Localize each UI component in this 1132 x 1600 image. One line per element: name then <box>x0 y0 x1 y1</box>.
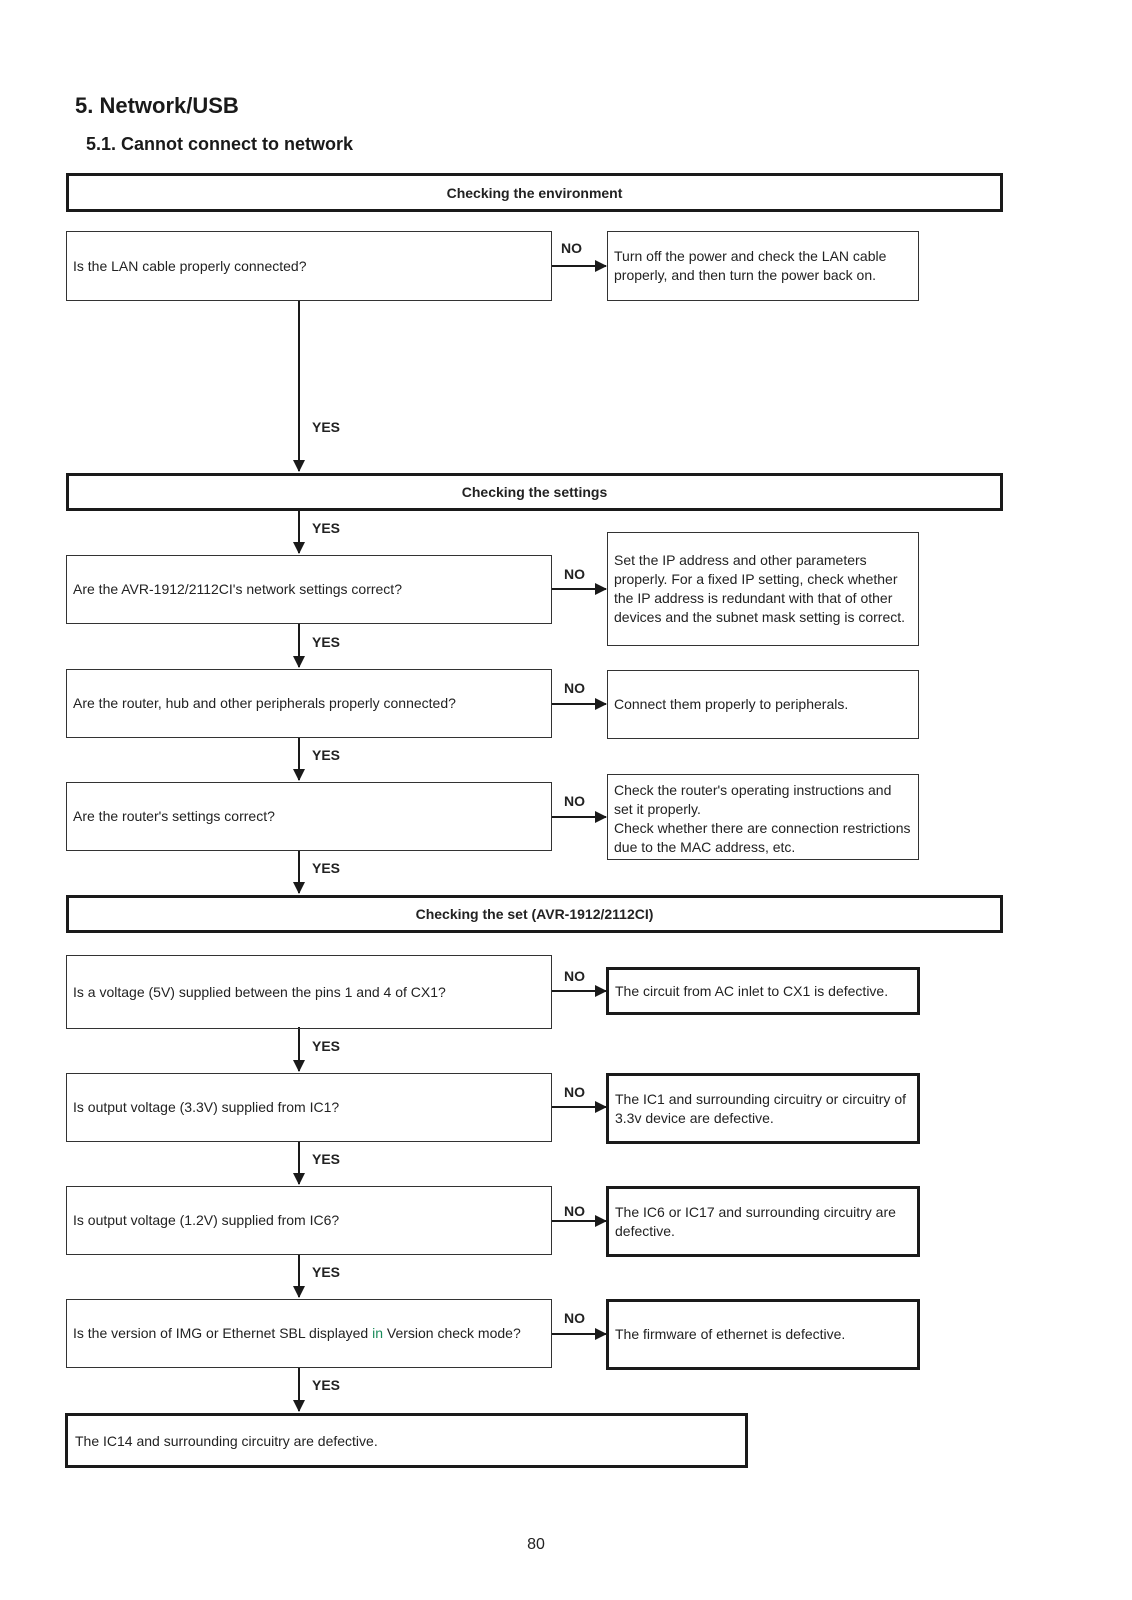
yes-label-network: YES <box>312 634 341 650</box>
answer-version-check: The firmware of ethernet is defective. <box>606 1299 920 1370</box>
no-label-ic1: NO <box>564 1084 585 1100</box>
yes-label-version: YES <box>312 1377 341 1393</box>
answer-router-settings: Check the router's operating instruction… <box>607 774 919 860</box>
question-version-text: Is the version of IMG or Ethernet SBL di… <box>73 1325 521 1341</box>
yes-label-lan: YES <box>312 419 341 435</box>
answer-network-settings: Set the IP address and other parameters … <box>607 532 919 646</box>
question-router-settings: Are the router's settings correct? <box>66 782 552 851</box>
no-label-v5: NO <box>564 968 585 984</box>
question-5v-supply: Is a voltage (5V) supplied between the p… <box>66 955 552 1029</box>
no-label-version: NO <box>564 1310 585 1326</box>
question-network-settings: Are the AVR-1912/2112CI's network settin… <box>66 555 552 624</box>
answer-lan-cable: Turn off the power and check the LAN cab… <box>607 231 919 301</box>
no-label-ic6: NO <box>564 1203 585 1219</box>
question-lan-cable: Is the LAN cable properly connected? <box>66 231 552 301</box>
no-label-router: NO <box>564 793 585 809</box>
answer-ic6-voltage: The IC6 or IC17 and surrounding circuitr… <box>606 1186 920 1257</box>
yes-label-router: YES <box>312 860 341 876</box>
yes-label-peripherals: YES <box>312 747 341 763</box>
no-label-network: NO <box>564 566 585 582</box>
answer-peripherals: Connect them properly to peripherals. <box>607 670 919 739</box>
section-subheading: 5.1. Cannot connect to network <box>86 134 354 154</box>
yes-label-ic6: YES <box>312 1264 341 1280</box>
no-label-peripherals: NO <box>564 680 585 696</box>
question-peripherals: Are the router, hub and other peripheral… <box>66 669 552 738</box>
section-checking-environment: Checking the environment <box>66 173 1003 212</box>
question-ic6-voltage: Is output voltage (1.2V) supplied from I… <box>66 1186 552 1255</box>
yes-label-v5: YES <box>312 1038 341 1054</box>
yes-label-settings: YES <box>312 520 341 536</box>
answer-router-line-2: Check whether there are connection restr… <box>614 820 911 855</box>
answer-router-line-1: Check the router's operating instruction… <box>614 782 892 817</box>
answer-5v-supply: The circuit from AC inlet to CX1 is defe… <box>606 967 920 1015</box>
page-heading: 5. Network/USB <box>75 93 239 118</box>
section-checking-set: Checking the set (AVR-1912/2112CI) <box>66 895 1003 933</box>
answer-ic1-voltage: The IC1 and surrounding circuitry or cir… <box>606 1073 920 1144</box>
question-version-check: Is the version of IMG or Ethernet SBL di… <box>66 1299 552 1368</box>
page-number: 80 <box>527 1536 545 1553</box>
section-checking-settings: Checking the settings <box>66 473 1003 511</box>
no-label-lan: NO <box>561 240 582 256</box>
question-ic1-voltage: Is output voltage (3.3V) supplied from I… <box>66 1073 552 1142</box>
yes-label-ic1: YES <box>312 1151 341 1167</box>
final-result-ic14: The IC14 and surrounding circuitry are d… <box>65 1413 748 1468</box>
